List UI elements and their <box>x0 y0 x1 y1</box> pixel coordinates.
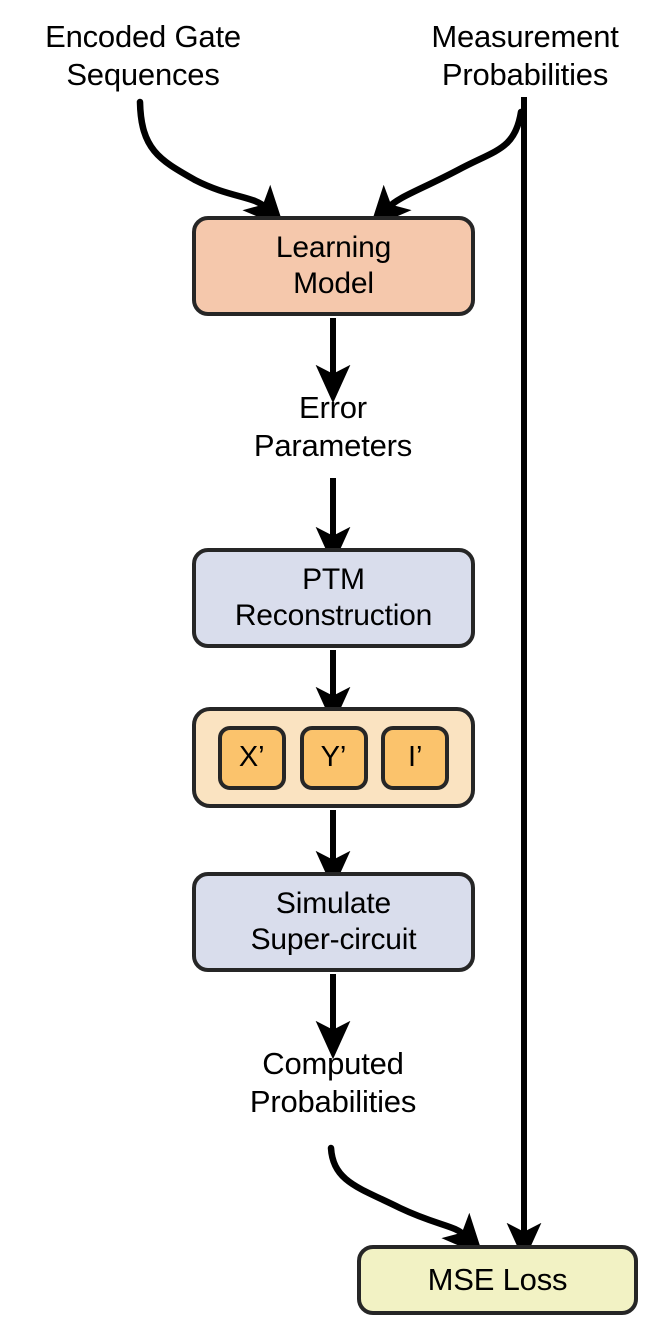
gate-i-prime[interactable]: I’ <box>381 725 450 790</box>
label-error-parameters: Error Parameters <box>253 390 413 463</box>
node-simulate-super-circuit[interactable]: Simulate Super-circuit <box>192 872 475 972</box>
label-computed-probabilities: Computed Probabilities <box>249 1046 417 1119</box>
edge-computed-to-loss <box>327 1144 484 1257</box>
edge-encoded-to-model <box>136 98 285 229</box>
label-encoded-gate-sequences: Encoded Gate Sequences <box>45 19 241 92</box>
label-measurement-probabilities: Measurement Probabilities <box>431 19 619 92</box>
gate-y-prime[interactable]: Y’ <box>299 725 368 790</box>
node-learning-model[interactable]: Learning Model <box>192 216 475 316</box>
edge-measurement-to-model <box>369 108 525 229</box>
node-ptm-reconstruction[interactable]: PTM Reconstruction <box>192 548 475 648</box>
gate-x-prime[interactable]: X’ <box>217 725 286 790</box>
node-mse-loss[interactable]: MSE Loss <box>357 1245 638 1315</box>
gate-group[interactable]: X’ Y’ I’ <box>192 707 475 808</box>
